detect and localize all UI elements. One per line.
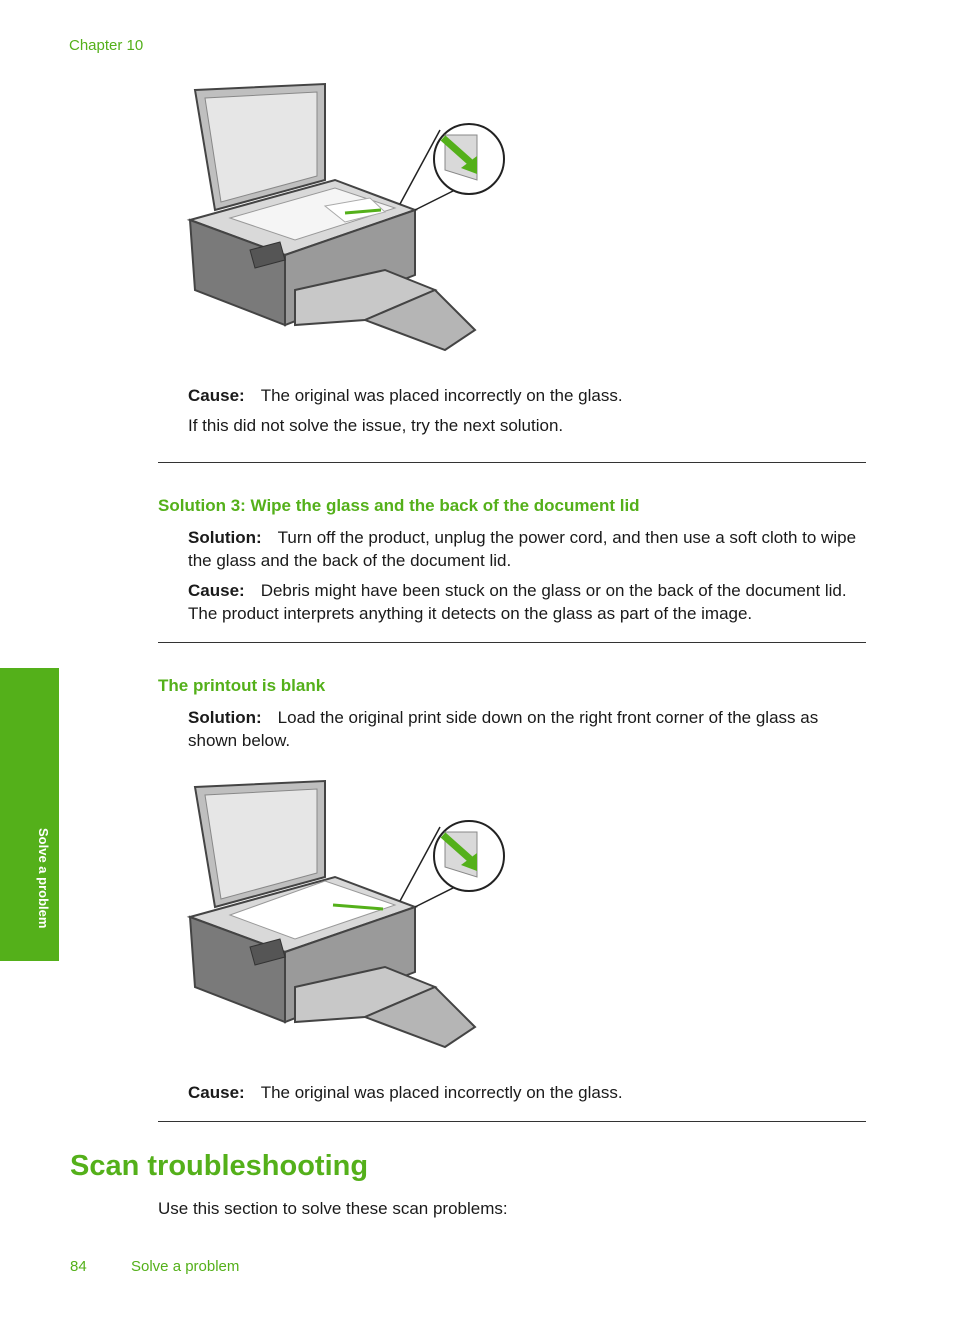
blank-solution-paragraph: Solution:Load the original print side do… — [188, 706, 868, 752]
side-tab — [0, 668, 59, 961]
blank-heading: The printout is blank — [158, 676, 326, 695]
footer-section: Solve a problem — [131, 1258, 240, 1275]
cause-paragraph-1: Cause: The original was placed incorrectl… — [188, 384, 868, 407]
side-tab-label: Solve a problem — [36, 828, 51, 929]
cause-text: The original was placed incorrectly on t… — [260, 1083, 623, 1102]
blank-cause-paragraph: Cause: The original was placed incorrectl… — [188, 1081, 868, 1104]
solution3-cause-paragraph: Cause:Debris might have been stuck on th… — [188, 579, 868, 625]
solution3-heading: Solution 3: Wipe the glass and the back … — [158, 496, 640, 515]
printer-illustration-2 — [186, 779, 505, 1049]
arrow-icon — [440, 832, 473, 862]
divider — [158, 1121, 866, 1122]
followup-text: If this did not solve the issue, try the… — [188, 416, 564, 435]
chapter-label: Chapter 10 — [69, 37, 144, 54]
arrow-icon — [344, 208, 382, 215]
divider — [158, 462, 866, 463]
scan-intro: Use this section to solve these scan pro… — [158, 1199, 508, 1218]
scan-heading: Scan troubleshooting — [70, 1150, 369, 1182]
page-number: 84 — [70, 1258, 87, 1275]
cause-label: Cause: — [188, 1083, 245, 1102]
solution3-paragraph: Solution:Turn off the product, unplug th… — [188, 526, 868, 572]
printer-illustration-1 — [186, 82, 505, 352]
divider — [158, 642, 866, 643]
cause-label: Cause: — [188, 386, 245, 405]
solution-text: Turn off the product, unplug the power c… — [188, 528, 857, 570]
arrow-icon — [440, 135, 473, 165]
solution-text: Load the original print side down on the… — [188, 708, 819, 750]
cause-text: The original was placed incorrectly on t… — [260, 386, 623, 405]
solution-label: Solution: — [188, 528, 262, 547]
arrow-icon — [332, 903, 384, 911]
solution-label: Solution: — [188, 708, 262, 727]
cause-text: Debris might have been stuck on the glas… — [188, 581, 847, 623]
cause-label: Cause: — [188, 581, 245, 600]
